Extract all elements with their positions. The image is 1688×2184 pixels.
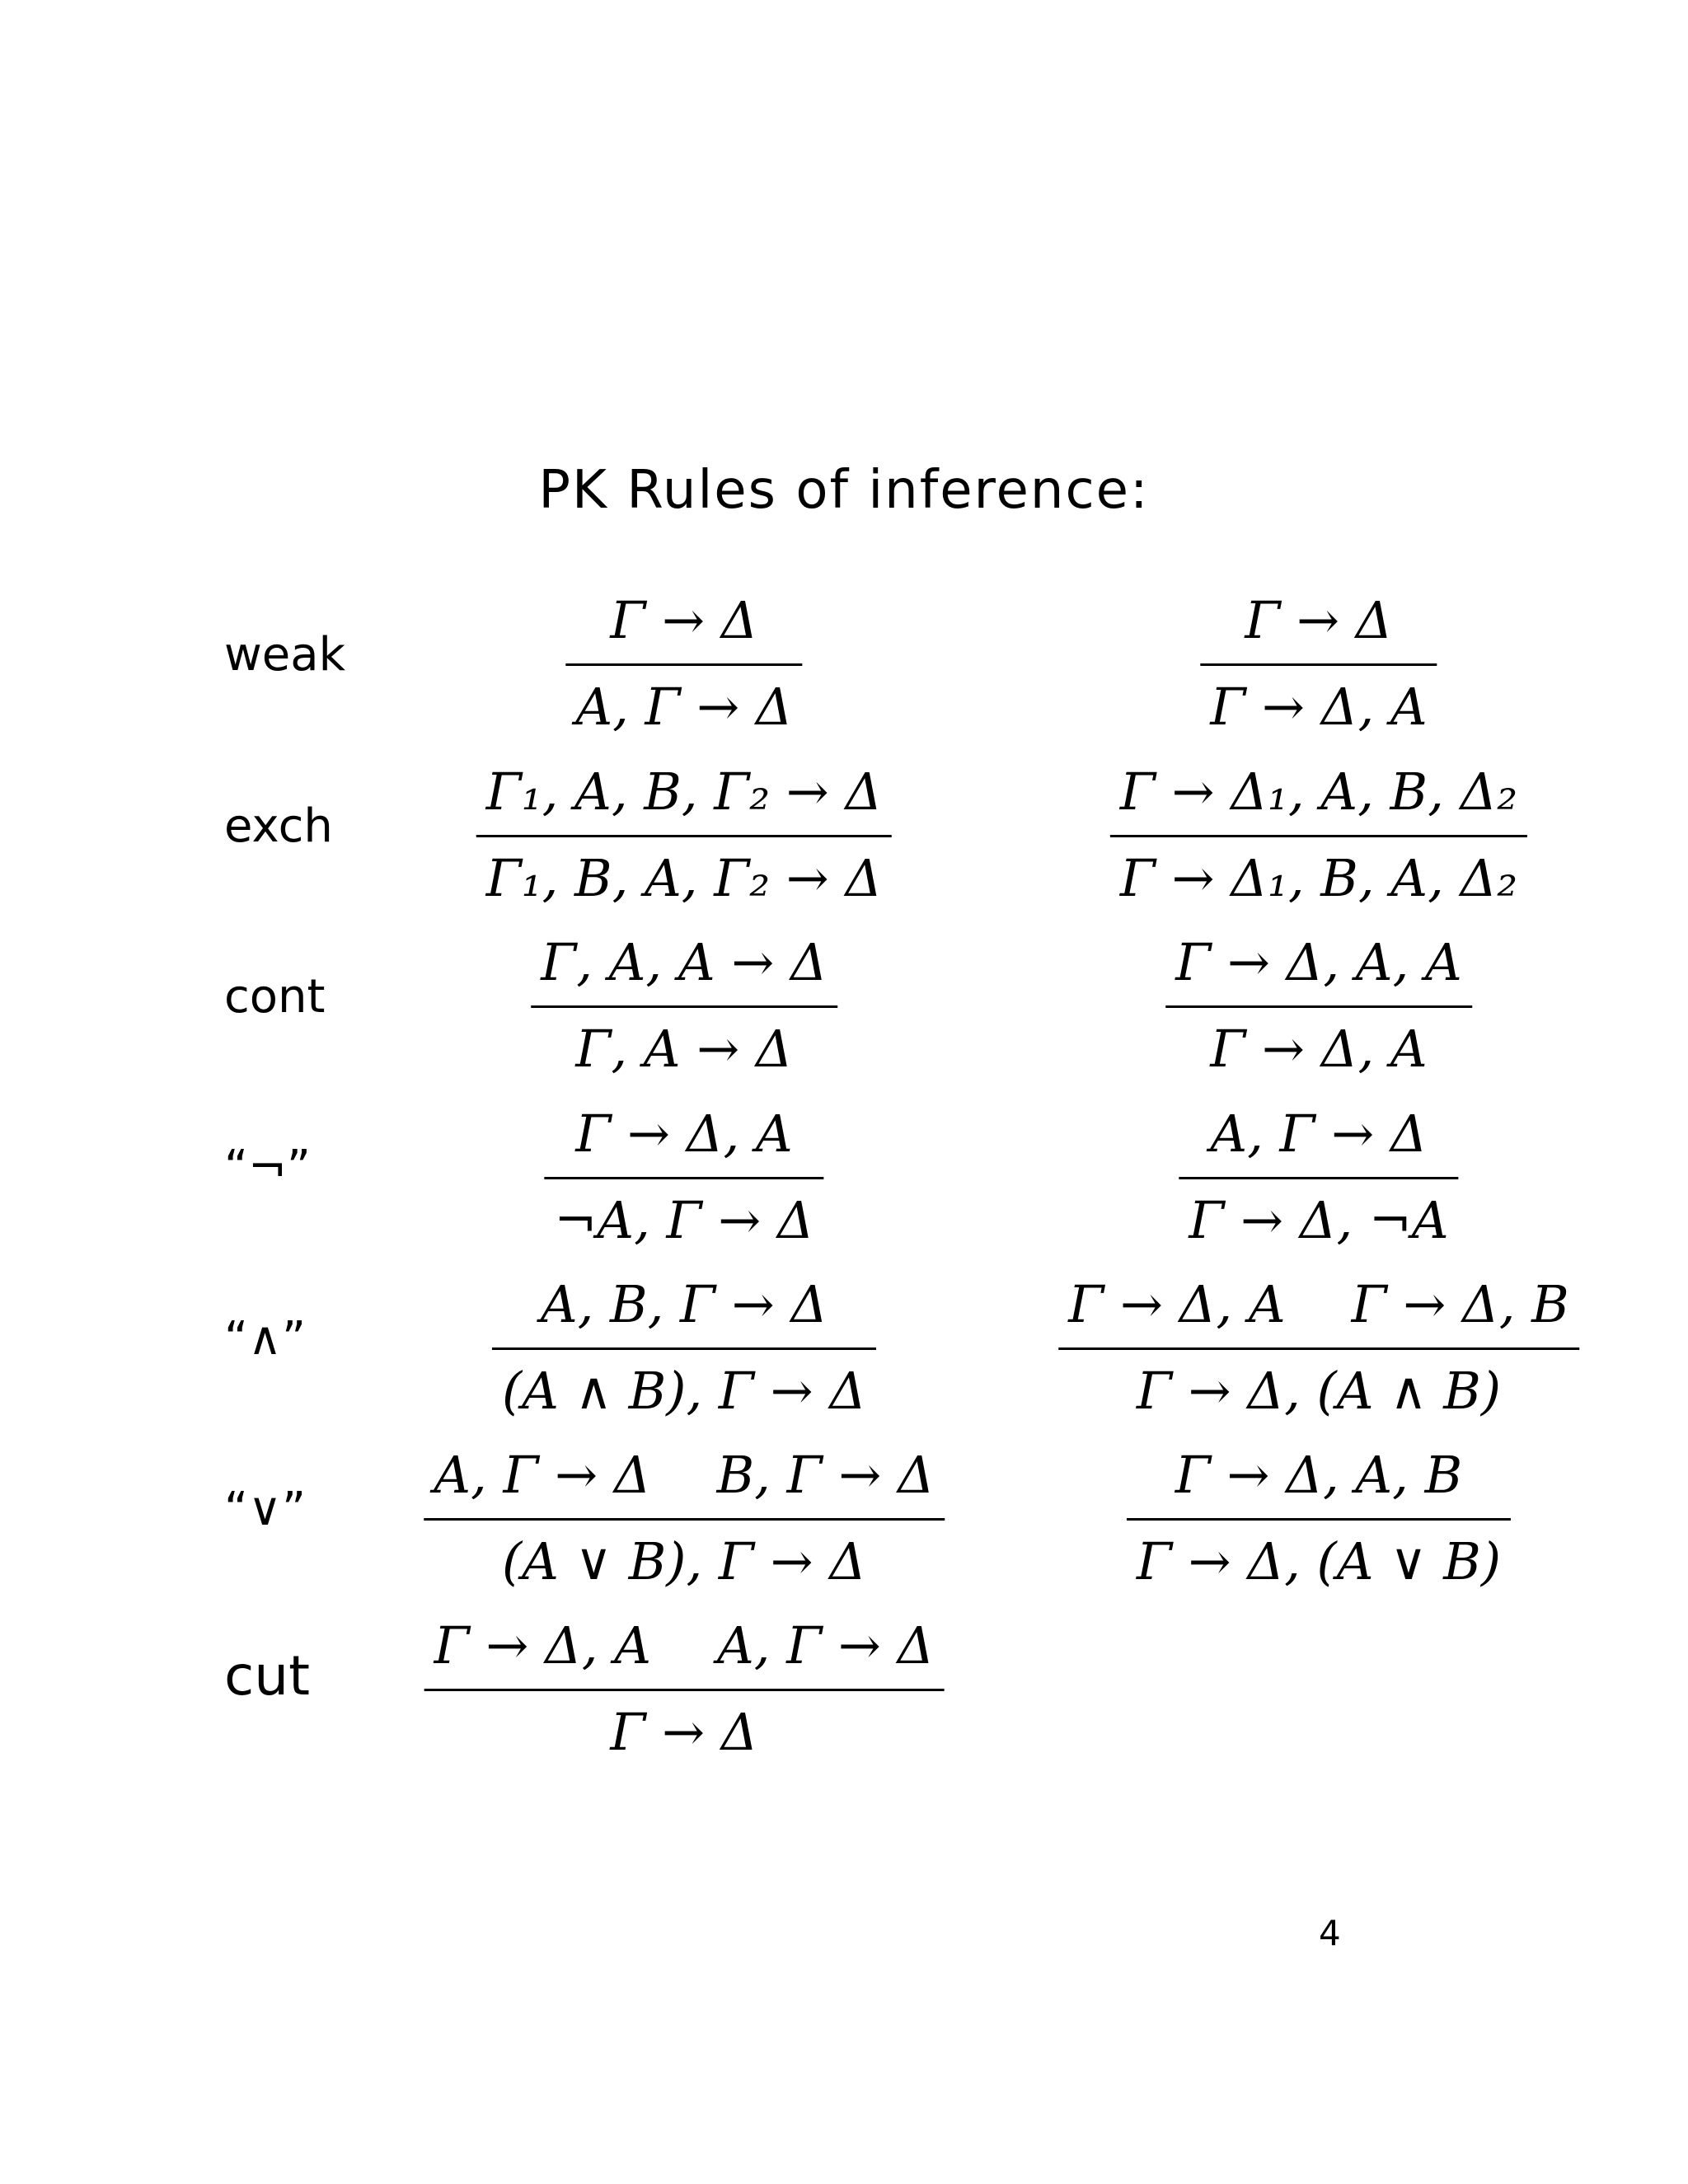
premise: Γ, A, A → Δ xyxy=(541,932,828,992)
rule-name-conjunction: “∧” xyxy=(224,1312,307,1366)
inference-bar xyxy=(544,1177,824,1179)
rule-negation-left: Γ → Δ, A ¬A, Γ → Δ xyxy=(544,1096,824,1258)
rule-name-negation: “¬” xyxy=(224,1141,311,1194)
inference-bar xyxy=(424,1518,945,1521)
rule-name-exch: exch xyxy=(224,799,333,853)
conclusion: A, Γ → Δ xyxy=(575,677,793,737)
inference-bar xyxy=(1200,663,1437,666)
premise: Γ → Δ xyxy=(1245,590,1393,650)
premise: Γ → Δ xyxy=(610,590,758,650)
rule-weak-right: Γ → Δ Γ → Δ, A xyxy=(1200,583,1437,745)
premise: A, B, Γ → Δ xyxy=(540,1274,828,1334)
conclusion: Γ → Δ, (A ∨ B) xyxy=(1136,1531,1502,1591)
rule-name-cut: cut xyxy=(224,1644,310,1708)
conclusion: (A ∨ B), Γ → Δ xyxy=(501,1531,867,1591)
conclusion: Γ → Δ₁, B, A, Δ₂ xyxy=(1119,848,1518,908)
rule-name-cont: cont xyxy=(224,970,326,1024)
rule-disjunction-right: Γ → Δ, A, B Γ → Δ, (A ∨ B) xyxy=(1126,1437,1512,1600)
inference-bar xyxy=(491,1347,877,1350)
inference-bar xyxy=(424,1689,945,1691)
rule-name-weak: weak xyxy=(224,628,345,682)
rule-conjunction-left: A, B, Γ → Δ (A ∧ B), Γ → Δ xyxy=(491,1267,877,1429)
premise: Γ → Δ, A, A xyxy=(1175,932,1462,992)
premise: Γ → Δ, A xyxy=(575,1104,793,1164)
rule-cont-right: Γ → Δ, A, A Γ → Δ, A xyxy=(1165,925,1472,1087)
rule-negation-right: A, Γ → Δ Γ → Δ, ¬A xyxy=(1179,1096,1459,1258)
rule-exch-left: Γ₁, A, B, Γ₂ → Δ Γ₁, B, A, Γ₂ → Δ xyxy=(476,754,893,916)
inference-bar xyxy=(531,1005,837,1008)
inference-bar xyxy=(1126,1518,1512,1521)
premise: Γ₁, A, B, Γ₂ → Δ xyxy=(485,762,883,822)
rule-exch-right: Γ → Δ₁, A, B, Δ₂ Γ → Δ₁, B, A, Δ₂ xyxy=(1109,754,1528,916)
conclusion: Γ₁, B, A, Γ₂ → Δ xyxy=(485,848,883,908)
page-title: PK Rules of inference: xyxy=(538,460,1150,521)
conclusion: (A ∧ B), Γ → Δ xyxy=(501,1361,867,1421)
conclusion: Γ → Δ, ¬A xyxy=(1189,1190,1449,1250)
premise: Γ → Δ, A, B xyxy=(1175,1445,1463,1505)
rule-name-disjunction: “∨” xyxy=(224,1483,307,1536)
rule-cont-left: Γ, A, A → Δ Γ, A → Δ xyxy=(531,925,837,1087)
conclusion: Γ → Δ, (A ∧ B) xyxy=(1136,1361,1502,1421)
conclusion: Γ → Δ xyxy=(610,1702,758,1762)
page-number: 4 xyxy=(1319,1913,1341,1953)
conclusion: Γ → Δ, A xyxy=(1210,677,1428,737)
inference-bar xyxy=(1109,835,1528,837)
inference-bar xyxy=(1058,1347,1579,1350)
inference-bar xyxy=(1165,1005,1472,1008)
inference-bar xyxy=(1179,1177,1459,1179)
conclusion: Γ → Δ, A xyxy=(1210,1019,1428,1079)
premise: A, Γ → Δ xyxy=(1210,1104,1428,1164)
premise: Γ → Δ₁, A, B, Δ₂ xyxy=(1119,762,1518,822)
inference-bar xyxy=(565,663,803,666)
conclusion: ¬A, Γ → Δ xyxy=(554,1190,814,1250)
rule-weak-left: Γ → Δ A, Γ → Δ xyxy=(565,583,803,745)
conclusion: Γ, A → Δ xyxy=(575,1019,793,1079)
inference-bar xyxy=(476,835,893,837)
